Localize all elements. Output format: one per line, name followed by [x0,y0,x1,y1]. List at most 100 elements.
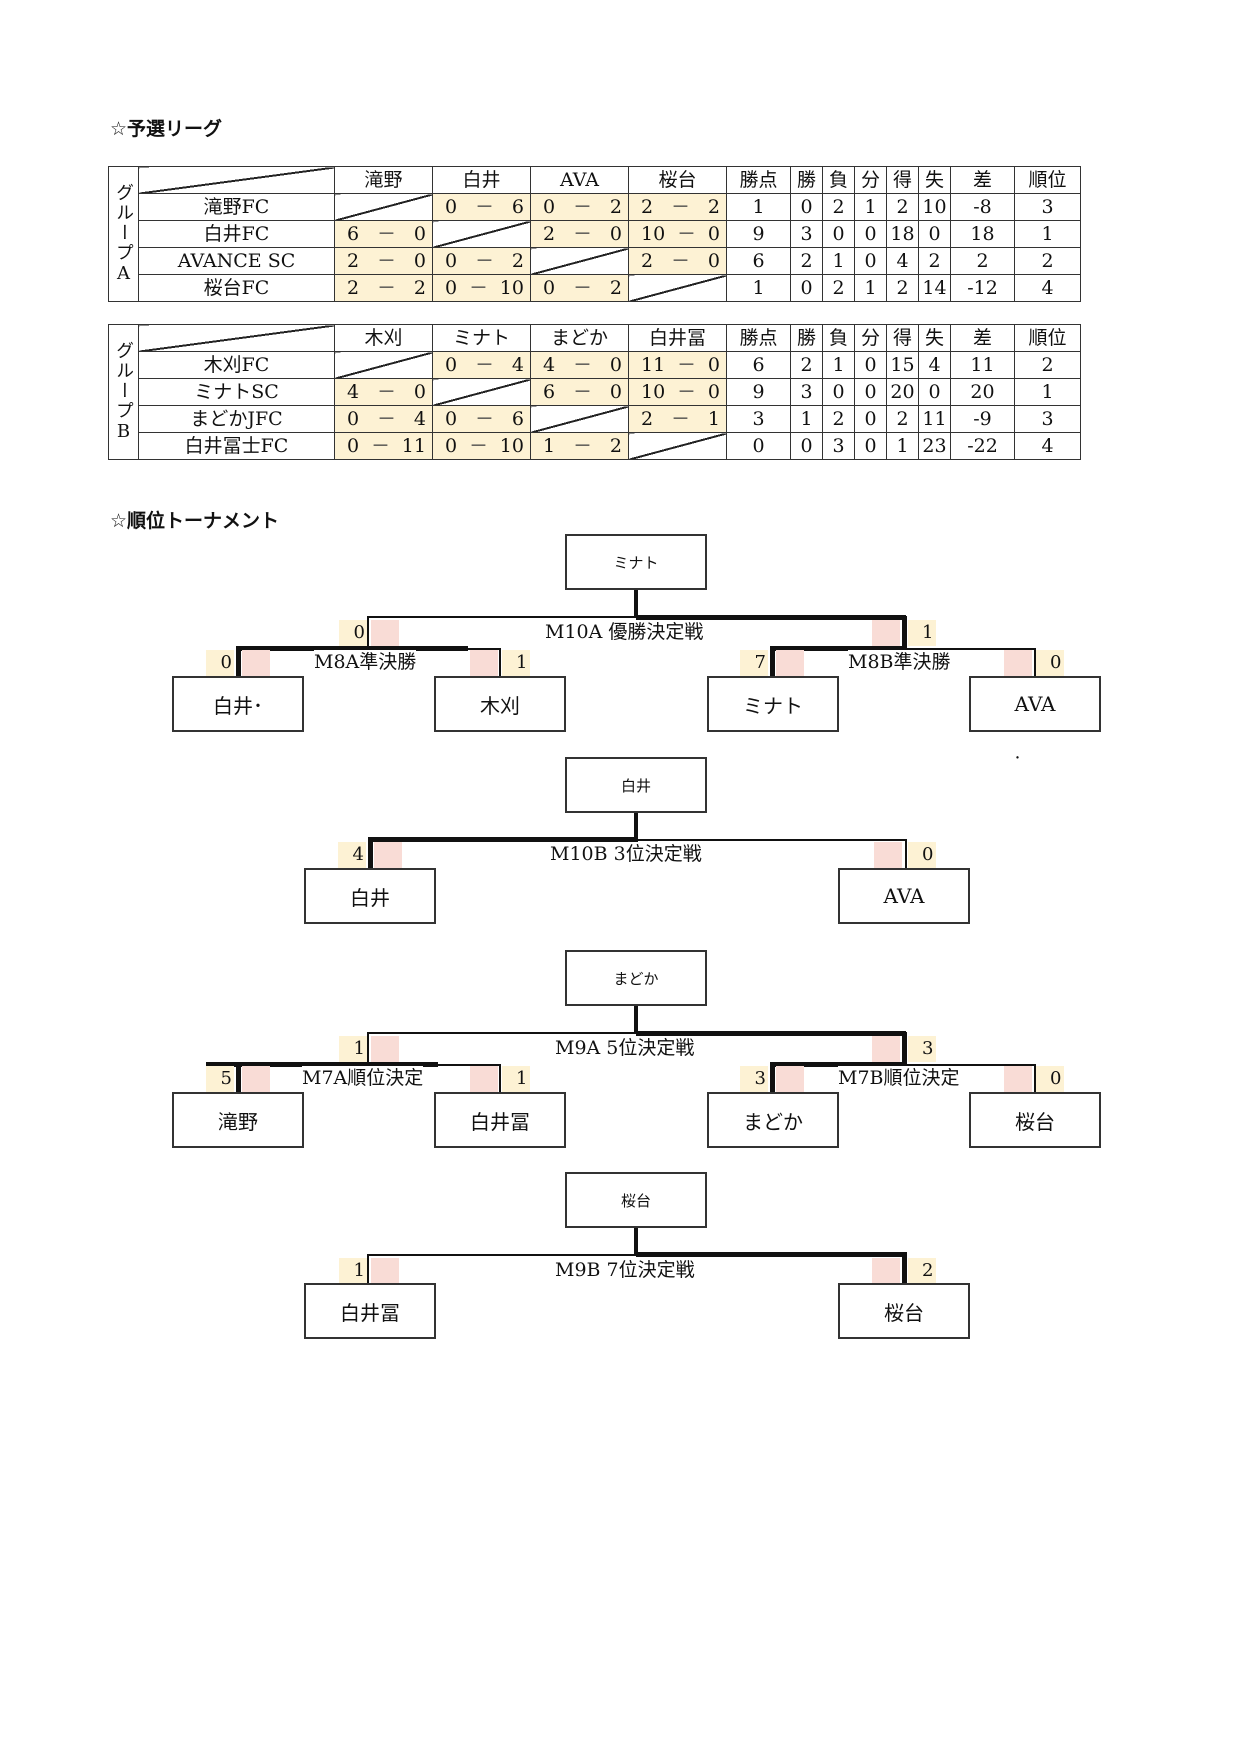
stat-header: 負 [822,324,855,352]
stat-cell: 3 [790,378,823,406]
score-shade [371,1258,399,1284]
bracket-line-winner [236,1062,241,1092]
stat-cell: 9 [726,378,791,406]
team-name: ミナトSC [138,378,335,406]
winner-box: 桜台 [565,1172,707,1228]
bracket-line-winner [368,837,373,868]
match-label: M9B 7位決定戦 [555,1258,695,1282]
score-shade [371,620,399,646]
team-box: AVA [838,868,970,924]
score-shade [776,1066,804,1092]
team-name: 木刈FC [138,351,335,379]
stat-cell: 3 [726,405,791,433]
stat-cell: 2 [918,247,951,275]
bracket-line [1034,1064,1036,1092]
bracket-line [499,1064,501,1092]
group-a-table: グループA 滝野 白井 AVA 桜台 勝点 勝 負 分 得 失 差 順位 滝野F… [108,166,1081,302]
score-cell: 10－0 [628,378,727,406]
score-cell: 2－2 [334,274,433,302]
table-row: AVANCE SC 2－0 0－2 2－0 6 2 1 0 4 2 2 2 [109,247,1081,275]
stat-cell: 0 [790,432,823,460]
stat-cell: 18 [886,220,919,248]
self-cell [432,220,531,248]
stray-dot: ･ [1014,751,1021,767]
stat-cell: 0 [822,220,855,248]
col-header: まどか [530,324,629,352]
stat-cell: 0 [854,220,887,248]
score-cell: 4－0 [530,351,629,379]
col-header: 木刈 [334,324,433,352]
bracket-line [499,648,501,676]
self-cell [628,274,727,302]
bracket-line [906,1064,1036,1066]
stat-cell: 2 [1014,351,1081,379]
score-cell: 0－6 [432,193,531,221]
stat-cell: 1 [854,193,887,221]
stat-cell: 15 [886,351,919,379]
score-shade [872,1258,900,1284]
match-label: M7B順位決定 [838,1066,960,1090]
score-cell: 2－0 [334,247,433,275]
stat-cell: 2 [790,351,823,379]
score-shade [470,650,498,676]
team-box: まどか [707,1092,839,1148]
stat-cell: 0 [854,378,887,406]
stat-cell: 3 [822,432,855,460]
col-header: 白井冨 [628,324,727,352]
stat-cell: 2 [886,405,919,433]
stat-cell: 4 [1014,432,1081,460]
stat-cell: 2 [1014,247,1081,275]
score-box: 5 [206,1066,234,1092]
score-box: 3 [740,1066,768,1092]
corner-diagonal [138,324,335,352]
bracket-line [368,1032,636,1034]
stat-cell: 11 [918,405,951,433]
score-shade [242,650,270,676]
team-name: 桜台FC [138,274,335,302]
table-row: 白井冨士FC 0－11 0－10 1－2 0 0 3 0 1 23 -22 4 [109,432,1081,460]
score-shade [1004,650,1032,676]
score-box: 1 [502,1066,530,1092]
bracket-line [1034,648,1036,676]
score-cell: 0－10 [432,274,531,302]
stat-header: 失 [918,166,951,194]
stat-cell: 20 [950,378,1015,406]
stat-cell: 2 [822,405,855,433]
stat-cell: 2 [886,274,919,302]
stat-cell: -8 [950,193,1015,221]
stat-header: 勝 [790,324,823,352]
stat-cell: 0 [726,432,791,460]
stat-header: 差 [950,166,1015,194]
team-box: 白井･ [172,676,304,732]
table-row: ミナトSC 4－0 6－0 10－0 9 3 0 0 20 0 20 1 [109,378,1081,406]
score-shade [874,842,902,868]
stat-cell: -9 [950,405,1015,433]
score-box: 4 [338,842,366,868]
bracket-line-winner [902,1252,907,1283]
score-cell: 4－0 [334,378,433,406]
score-box: 0 [339,620,367,646]
stat-cell: 23 [918,432,951,460]
score-cell: 0－4 [432,351,531,379]
team-box: 桜台 [969,1092,1101,1148]
score-box: 0 [1036,1066,1064,1092]
score-box: 0 [1036,650,1064,676]
score-cell: 1－2 [530,432,629,460]
stat-cell: 1 [1014,220,1081,248]
self-cell [530,247,629,275]
team-name: 白井FC [138,220,335,248]
stat-header: 得 [886,166,919,194]
match-label: M10A 優勝決定戦 [545,620,704,644]
team-name: 白井冨士FC [138,432,335,460]
score-shade [872,1036,900,1062]
group-b-table: グループB 木刈 ミナト まどか 白井冨 勝点 勝 負 分 得 失 差 順位 木… [108,324,1081,460]
bracket-line [634,813,638,840]
bracket-line [368,1254,636,1256]
match-label: M8A準決勝 [314,650,417,674]
stat-header: 分 [854,166,887,194]
winner-box: まどか [565,950,707,1006]
stat-cell: 1 [726,274,791,302]
table-row: まどかJFC 0－4 0－6 2－1 3 1 2 0 2 11 -9 3 [109,405,1081,433]
stat-header: 差 [950,324,1015,352]
corner-diagonal [138,166,335,194]
